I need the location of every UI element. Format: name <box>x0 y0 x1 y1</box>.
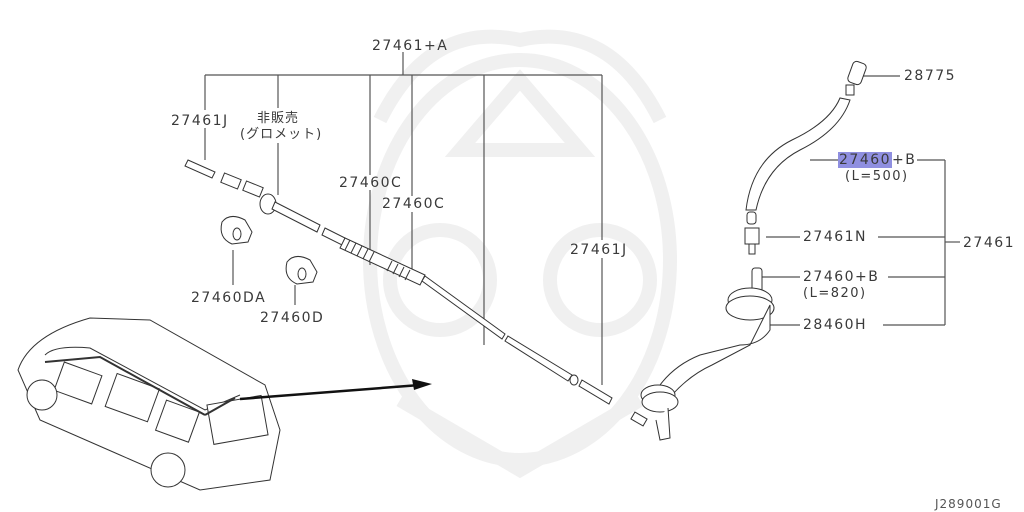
part-label-27461N[interactable]: 27461N <box>803 229 868 245</box>
part-label-28460H[interactable]: 28460H <box>803 317 868 333</box>
part-label-27460B-820[interactable]: 27460+B <box>803 269 880 285</box>
part-label-27460D[interactable]: 27460D <box>260 310 325 326</box>
leader-lines-27461A <box>204 52 603 385</box>
label-not-for-sale: 非販売 <box>257 111 300 126</box>
label-grommet: (グロメット) <box>240 127 323 142</box>
part-label-27460C-1[interactable]: 27460C <box>339 175 403 191</box>
watermark-icon <box>363 29 677 479</box>
highlighted-part-number[interactable]: 27460 <box>838 152 893 168</box>
part-label-27460B-500[interactable]: 27460+B <box>838 152 916 168</box>
part-suffix: +B <box>892 152 917 168</box>
cable-assembly <box>184 159 613 405</box>
diagram-code: J289001G <box>935 497 1002 511</box>
part-label-27460C-2[interactable]: 27460C <box>382 196 446 212</box>
antenna-feeder <box>630 60 867 441</box>
pointer-arrow <box>239 383 421 401</box>
part-label-27461J-left[interactable]: 27461J <box>171 113 229 129</box>
leader-lines-27461 <box>762 75 960 326</box>
part-length-820: (L=820) <box>803 286 867 301</box>
part-label-27461A[interactable]: 27461+A <box>372 38 449 54</box>
part-length-500: (L=500) <box>845 169 909 184</box>
part-label-27460DA[interactable]: 27460DA <box>191 290 267 306</box>
part-label-27461J-right[interactable]: 27461J <box>570 242 628 258</box>
part-label-28775[interactable]: 28775 <box>904 68 957 84</box>
vehicle-van-illustration <box>17 317 281 491</box>
arrow-head-icon <box>412 379 432 390</box>
part-label-27461[interactable]: 27461 <box>963 235 1016 251</box>
